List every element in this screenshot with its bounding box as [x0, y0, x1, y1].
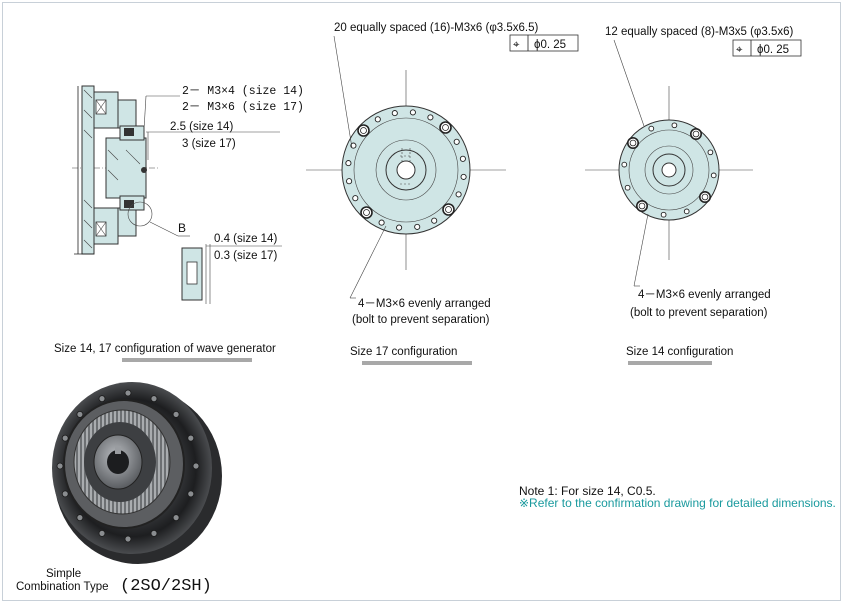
- caption-underline-left: [122, 358, 252, 362]
- photo-housing-bolt: [98, 530, 106, 537]
- size17-bolt-hole: [374, 116, 381, 123]
- photo-housing-bolt: [98, 395, 106, 402]
- photo-housing-bolt: [61, 434, 69, 442]
- size14-separation-bolt-inner: [629, 139, 637, 147]
- size17-separation-bolt-hole: [360, 206, 373, 219]
- size17-bolt-hole: [431, 217, 438, 224]
- size14-bolt-hole: [671, 122, 678, 129]
- photo-label-simple: Simple: [46, 568, 81, 580]
- caption-size17: Size 17 configuration: [350, 346, 457, 358]
- size14-hole-spec: 12 equally spaced (8)-M3x5 (φ3.5x6): [605, 26, 794, 38]
- photo-housing-bolt: [172, 411, 180, 418]
- size14-separation-bolt-hole: [698, 190, 711, 203]
- photo-housing-bolt: [76, 514, 84, 521]
- size17-tolerance-value: ϕ0. 25: [534, 39, 566, 51]
- size17-note-bolts: 4－M3×6 evenly arranged: [358, 298, 491, 310]
- note-c05: Note 1: For size 14, C0.5.: [519, 484, 656, 498]
- size17-bolt-hole: [346, 178, 353, 185]
- size17-bolt-hole: [378, 219, 385, 226]
- photo-housing-bolt: [56, 462, 64, 470]
- photo-housing-bolt: [76, 411, 84, 418]
- size17-front-view: [306, 70, 506, 270]
- wave-generator-section-drawing: [72, 85, 282, 304]
- caption-underline-middle: [362, 361, 472, 365]
- size17-bolt-hole: [345, 160, 352, 167]
- size17-tolerance-frame: [509, 34, 579, 52]
- photo-label-combination-type: Combination Type: [16, 581, 108, 593]
- size17-bolt-hole: [352, 195, 359, 202]
- size14-separation-bolt-hole: [689, 127, 702, 140]
- size17-bolt-hole: [414, 223, 421, 230]
- note-confirmation-drawing: ※Refer to the confirmation drawing for d…: [519, 496, 836, 510]
- size17-bolt-hole: [453, 138, 460, 145]
- size14-bolt-hole: [621, 161, 628, 168]
- size14-bolt-hole: [660, 211, 667, 218]
- size14-separation-bolt-hole: [635, 199, 648, 212]
- callout-gap-size17: 0.3 (size 17): [214, 250, 277, 262]
- size17-separation-bolt-inner: [363, 209, 370, 216]
- model-code: (2SO/2SH): [120, 577, 212, 596]
- size14-bolt-hole: [624, 184, 631, 191]
- size17-bolt-hole: [460, 173, 467, 180]
- size14-separation-bolt-inner: [638, 202, 646, 210]
- size17-separation-bolt-hole: [442, 203, 455, 216]
- size14-bolt-hole: [707, 149, 714, 156]
- size14-position-symbol-icon: ⌖: [736, 44, 743, 56]
- photo-housing-bolt: [187, 490, 195, 498]
- photo-housing-bolt: [150, 530, 158, 537]
- size17-separation-bolt-hole: [439, 121, 452, 134]
- callout-m3x4-size14: 2－ M3×4 (size 14): [182, 85, 304, 98]
- size17-separation-bolt-inner: [442, 124, 449, 131]
- size17-note-purpose: (bolt to prevent separation): [352, 314, 490, 326]
- size14-separation-bolt-inner: [692, 130, 700, 138]
- size14-tolerance-frame: [732, 39, 802, 57]
- photo-housing-bolt: [192, 462, 200, 470]
- size14-bolt-hole: [710, 172, 717, 179]
- size17-separation-bolt-inner: [360, 127, 367, 134]
- size14-bolt-hole: [683, 208, 690, 215]
- callout-gap-size14: 0.4 (size 14): [214, 233, 277, 245]
- photo-housing-bolt: [150, 395, 158, 402]
- size14-separation-bolt-inner: [701, 193, 709, 201]
- size14-tolerance-value: ϕ0. 25: [757, 44, 789, 56]
- callout-depth-size14: 2.5 (size 14): [170, 121, 233, 133]
- product-photo: [52, 382, 222, 564]
- caption-wave-generator: Size 14, 17 configuration of wave genera…: [54, 343, 276, 355]
- size17-hole-spec: 20 equally spaced (16)-M3x6 (φ3.5x6.5): [334, 22, 539, 34]
- size17-bolt-hole: [396, 224, 403, 231]
- size17-bolt-hole: [427, 114, 434, 121]
- detail-label-b: B: [178, 221, 186, 235]
- size17-bolt-hole: [391, 110, 398, 117]
- photo-housing-bolt: [187, 434, 195, 442]
- caption-size14: Size 14 configuration: [626, 346, 733, 358]
- caption-underline-right: [628, 361, 712, 365]
- callout-m3x6-size17: 2－ M3×6 (size 17): [182, 101, 304, 114]
- photo-housing-bolt: [124, 389, 132, 397]
- size14-front-view: [585, 86, 753, 260]
- size14-note-purpose: (bolt to prevent separation): [630, 307, 768, 319]
- photo-housing-bolt: [61, 490, 69, 498]
- size17-separation-bolt-hole: [357, 124, 370, 137]
- callout-depth-size17: 3 (size 17): [182, 138, 236, 150]
- size17-bolt-hole: [455, 191, 462, 198]
- size14-separation-bolt-hole: [626, 136, 639, 149]
- photo-housing-bolt: [124, 535, 132, 543]
- size17-bolt-hole: [409, 109, 416, 116]
- photo-housing-bolt: [172, 514, 180, 521]
- size17-separation-bolt-inner: [445, 206, 452, 213]
- size17-position-symbol-icon: ⌖: [513, 39, 520, 51]
- size14-note-bolts: 4－M3×6 evenly arranged: [638, 289, 771, 301]
- size14-bolt-hole: [648, 125, 655, 132]
- size17-bolt-hole: [459, 155, 466, 162]
